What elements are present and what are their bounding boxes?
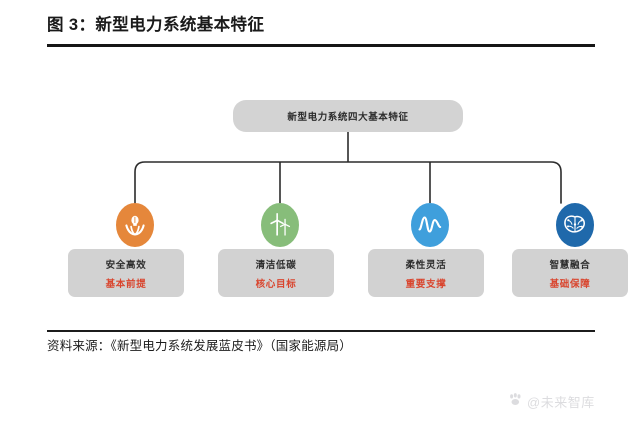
- source-note: 资料来源：《新型电力系统发展蓝皮书》（国家能源局）: [47, 339, 353, 353]
- waveform-pulse-icon[interactable]: [411, 203, 449, 247]
- brain-network-icon[interactable]: [556, 203, 594, 247]
- leaf-node[interactable]: 柔性灵活 重要支撑: [368, 249, 484, 297]
- leaf-node-title: 安全高效: [105, 259, 147, 271]
- page-title: 图 3：新型电力系统基本特征: [47, 16, 265, 34]
- leaf-node-title: 智慧融合: [549, 259, 591, 271]
- hands-holding-bulb-icon[interactable]: [116, 203, 154, 247]
- root-node-label: 新型电力系统四大基本特征: [287, 112, 409, 123]
- title-divider: [47, 44, 595, 47]
- leaf-node-subtitle: 基础保障: [549, 278, 591, 290]
- leaf-node[interactable]: 清洁低碳 核心目标: [218, 249, 334, 297]
- leaf-node-subtitle: 核心目标: [255, 278, 297, 290]
- leaf-node[interactable]: 安全高效 基本前提: [68, 249, 184, 297]
- footer-divider: [47, 330, 595, 332]
- leaf-node-title: 柔性灵活: [405, 259, 447, 271]
- wind-turbine-icon[interactable]: [261, 203, 299, 247]
- watermark: @未来智库: [508, 392, 595, 411]
- leaf-node-subtitle: 基本前提: [105, 278, 147, 290]
- root-node[interactable]: 新型电力系统四大基本特征: [233, 100, 463, 132]
- leaf-node-subtitle: 重要支撑: [405, 278, 447, 290]
- leaf-node-title: 清洁低碳: [255, 259, 297, 271]
- figure-title-block: 图 3：新型电力系统基本特征: [47, 14, 595, 36]
- watermark-label: @未来智库: [527, 395, 595, 410]
- leaf-node[interactable]: 智慧融合 基础保障: [512, 249, 628, 297]
- paw-logo-icon: [508, 392, 523, 411]
